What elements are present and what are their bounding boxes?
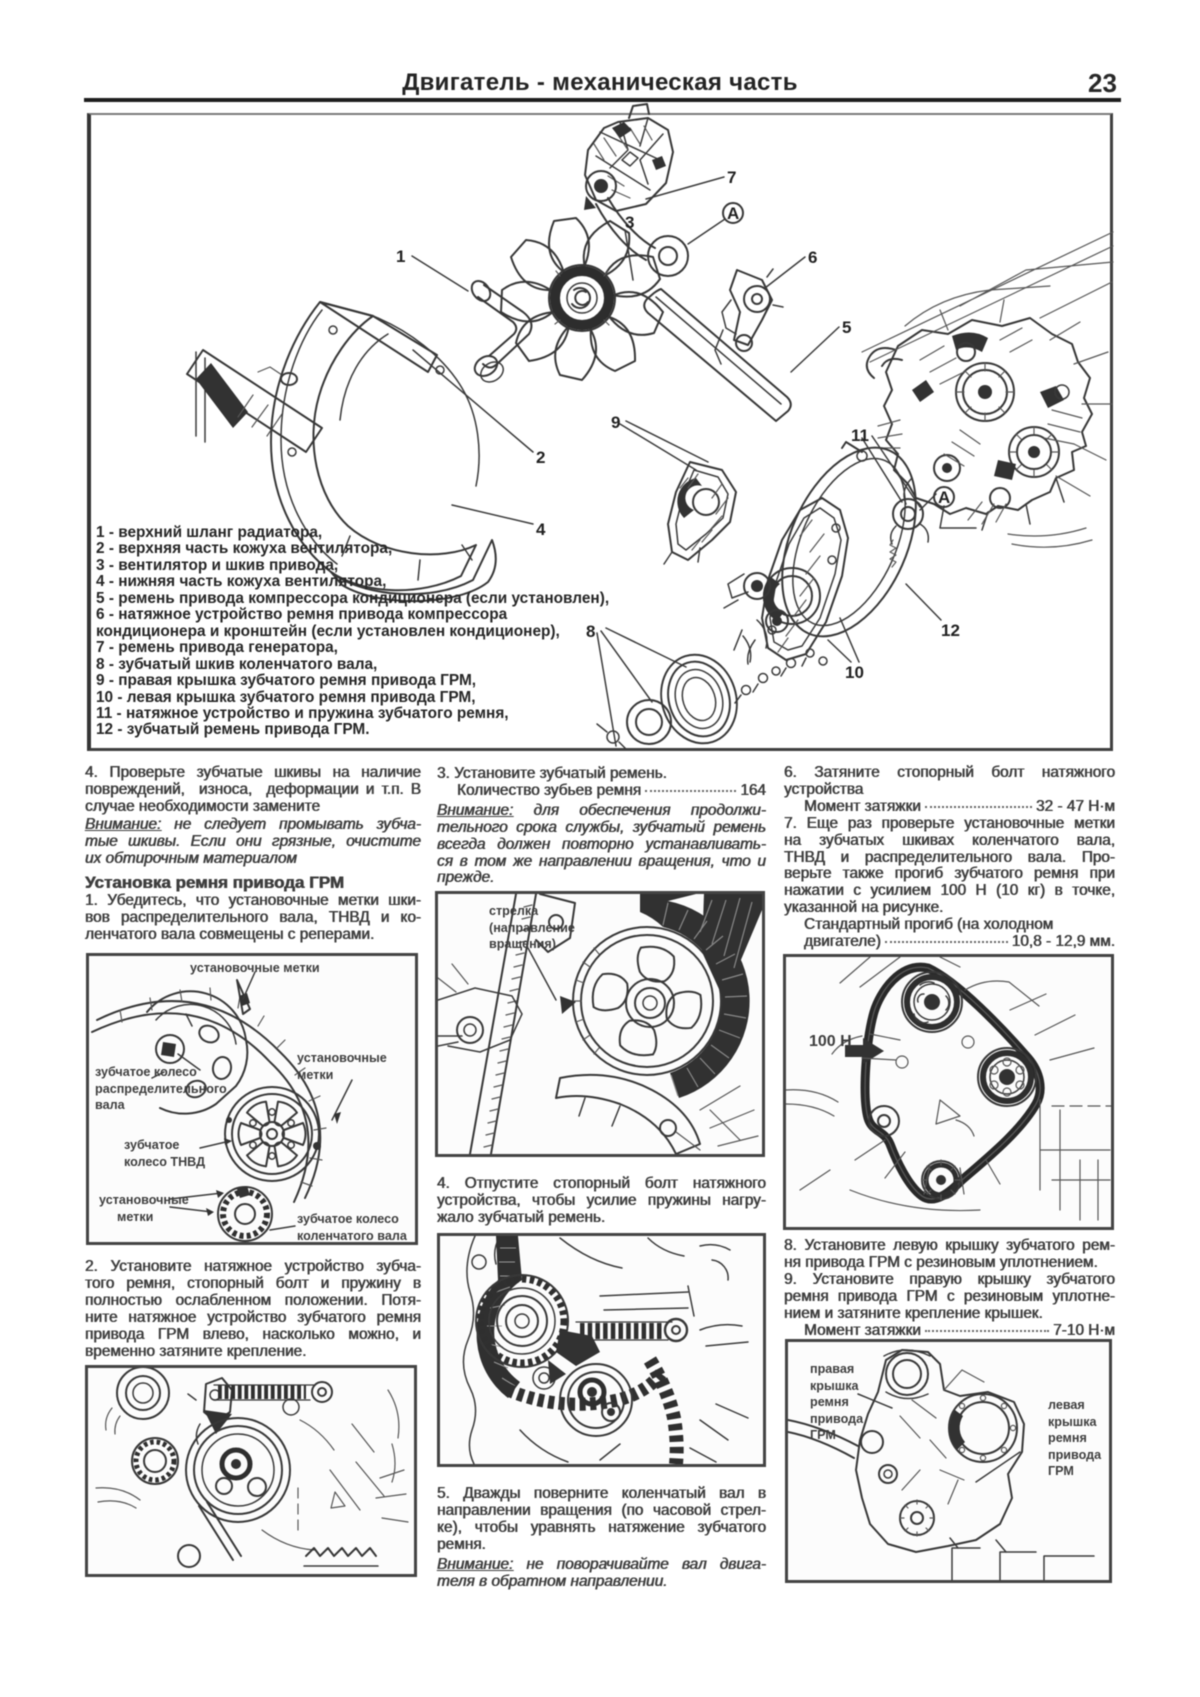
svg-text:12: 12 <box>941 621 960 640</box>
svg-text:5: 5 <box>842 318 851 337</box>
svg-text:3: 3 <box>625 213 634 232</box>
svg-text:7: 7 <box>727 168 736 187</box>
svg-text:8: 8 <box>586 622 595 641</box>
svg-text:A: A <box>938 488 950 507</box>
svg-text:1: 1 <box>396 247 405 266</box>
svg-text:9: 9 <box>611 413 620 432</box>
svg-text:11: 11 <box>851 426 869 445</box>
svg-text:A: A <box>727 204 739 223</box>
svg-text:4: 4 <box>536 520 546 539</box>
svg-text:2: 2 <box>536 448 545 467</box>
svg-text:6: 6 <box>808 248 817 267</box>
svg-text:10: 10 <box>845 663 864 682</box>
